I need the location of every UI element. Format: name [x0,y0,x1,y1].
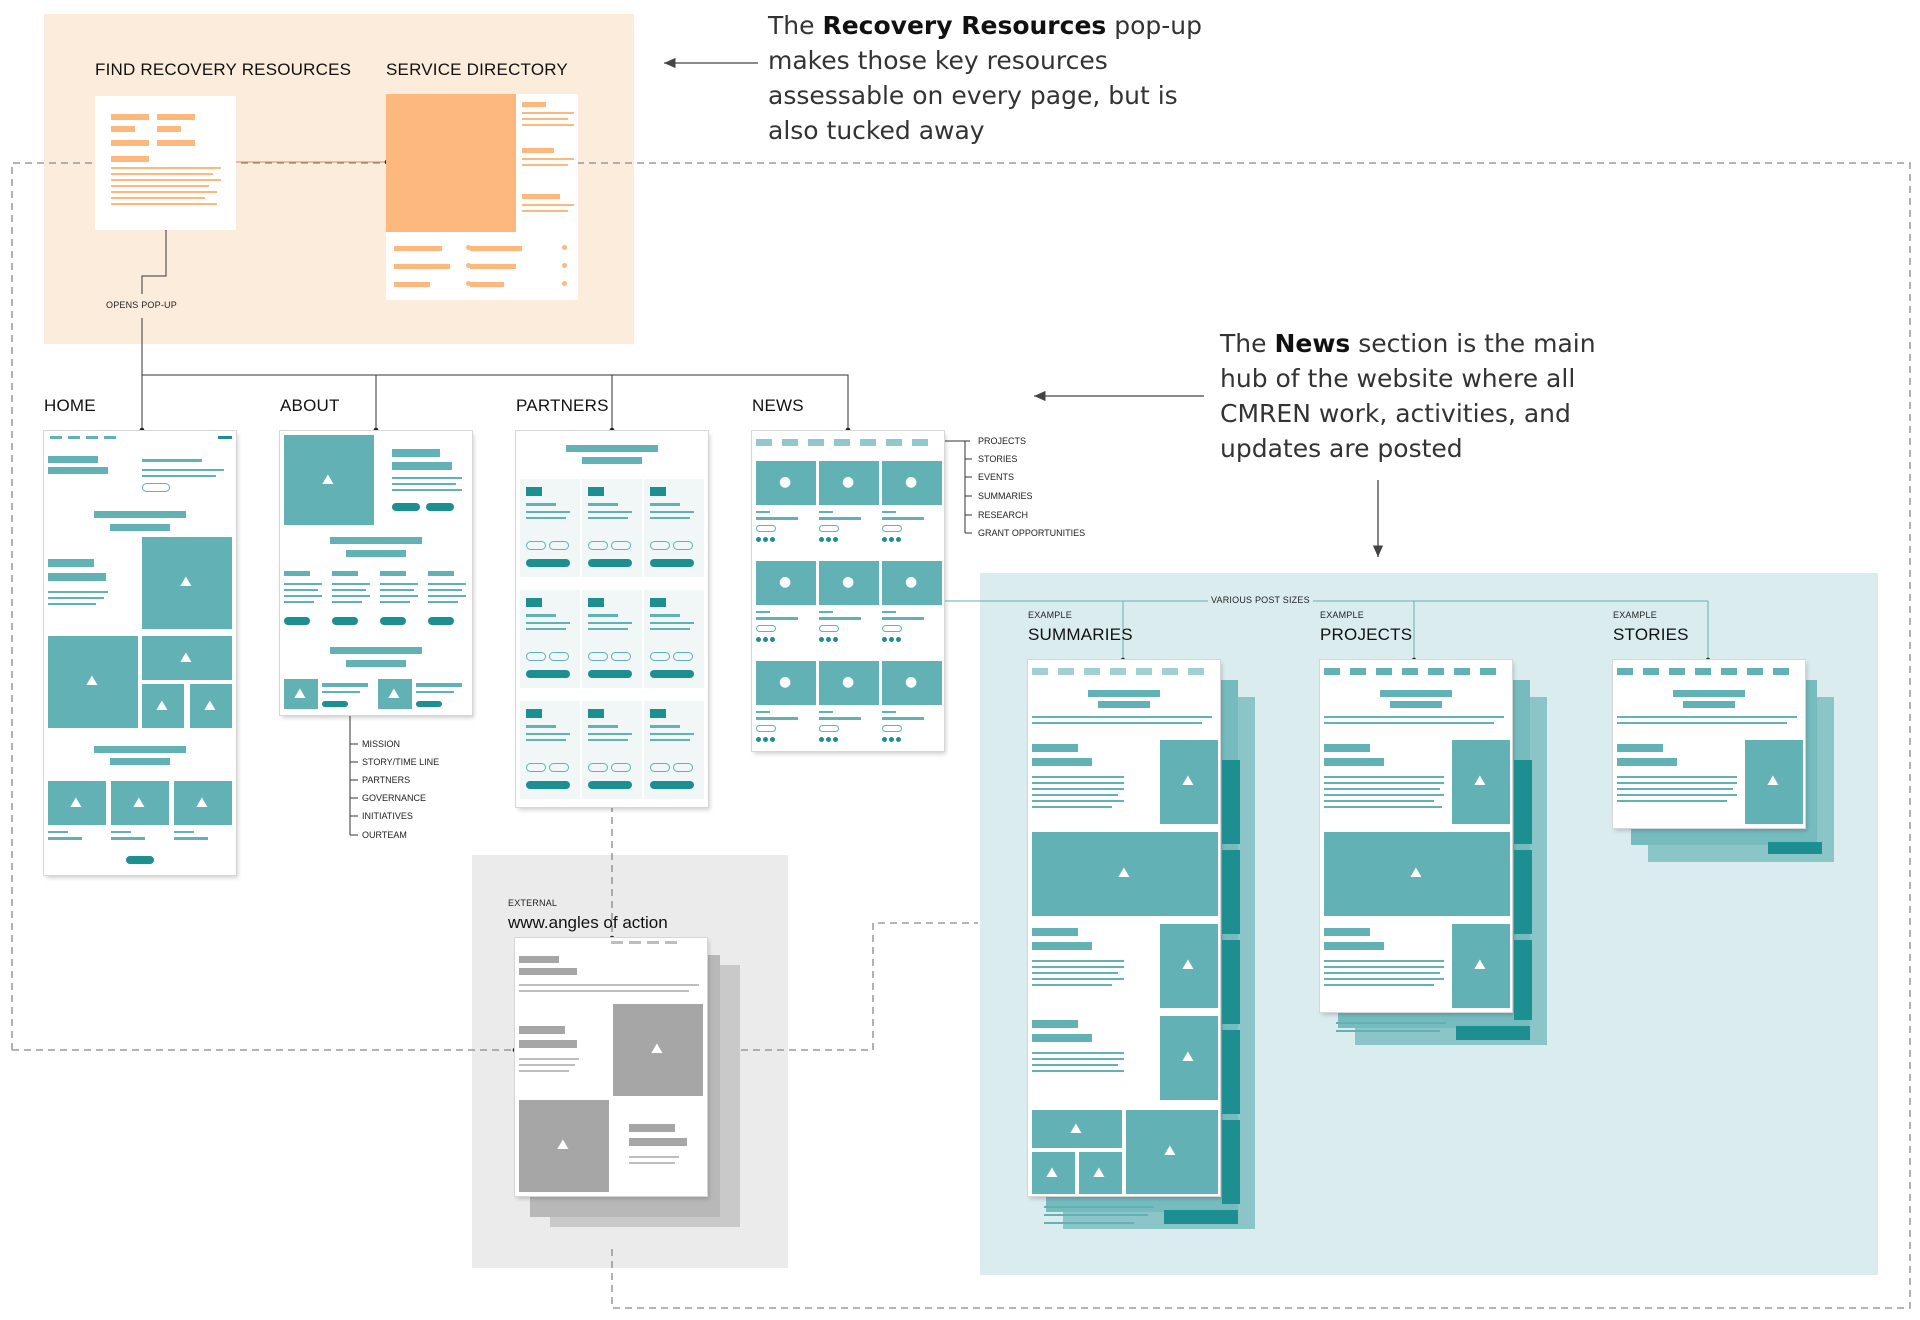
service-directory-title: SERVICE DIRECTORY [386,60,568,79]
image-icon: ⛰ [1118,865,1130,881]
service-directory-wireframe[interactable] [386,94,578,300]
image-icon: ⛰ [1182,957,1194,973]
external-wireframe[interactable]: ⛰ ⛰ [515,938,707,1196]
partners-wireframe[interactable] [516,431,708,807]
about-menu-ourteam[interactable]: OURTEAM [362,830,407,840]
image-icon: ⛰ [651,1041,663,1057]
image-icon: ⛰ [156,698,168,714]
stories-title: STORIES [1613,625,1689,644]
about-title: ABOUT [280,396,340,415]
user-icon: ● [779,574,792,590]
about-menu-partners[interactable]: PARTNERS [362,775,411,785]
image-icon: ⛰ [1182,1049,1194,1065]
summaries-stack-edge [1044,700,1252,1230]
summaries-title: SUMMARIES [1028,625,1133,644]
news-menu-summaries[interactable]: SUMMARIES [978,491,1033,501]
image-icon: ⛰ [204,698,216,714]
news-annotation: The News section is the main hub of the … [1220,329,1596,463]
user-icon: ● [905,474,918,490]
recovery-annotation: The Recovery Resources pop-up makes thos… [768,11,1202,145]
user-icon: ● [779,674,792,690]
user-icon: ● [905,574,918,590]
about-menu-mission[interactable]: MISSION [362,739,401,749]
opens-popup-label: OPENS POP-UP [106,300,177,310]
about-menu-story[interactable]: STORY/TIME LINE [362,757,440,767]
news-menu-events[interactable]: EVENTS [978,472,1015,482]
image-icon: ⛰ [322,472,334,488]
stories-example-tag: EXAMPLE [1613,610,1657,620]
stories-post-wireframe[interactable]: ⛰ [1613,660,1805,828]
image-icon: ⛰ [1474,773,1486,789]
external-tag: EXTERNAL [508,898,558,908]
image-icon: ⛰ [1093,1165,1105,1181]
news-title: NEWS [752,396,804,415]
home-title: HOME [44,396,96,415]
news-emphasis: News [1274,329,1351,358]
find-resources-title: FIND RECOVERY RESOURCES [95,60,352,79]
user-icon: ● [842,674,855,690]
image-icon: ⛰ [294,686,306,702]
image-icon: ⛰ [1182,773,1194,789]
image-icon: ⛰ [1164,1143,1176,1159]
partners-title: PARTNERS [516,396,609,415]
projects-example-tag: EXAMPLE [1320,610,1364,620]
user-icon: ● [842,574,855,590]
news-menu-research[interactable]: RESEARCH [978,510,1029,520]
summaries-example-tag: EXAMPLE [1028,610,1072,620]
user-icon: ● [842,474,855,490]
image-icon: ⛰ [557,1137,569,1153]
home-wireframe[interactable]: ⛰ ⛰ ⛰ ⛰ ⛰ ⛰ ⛰ ⛰ [44,431,236,875]
image-icon: ⛰ [70,795,82,811]
external-site-title: www.angles of action [508,913,668,932]
news-wireframe[interactable]: ● ● ● ● ● ● ● ● ● [752,431,944,751]
image-icon: ⛰ [86,673,98,689]
image-icon: ⛰ [388,686,400,702]
image-icon: ⛰ [196,795,208,811]
summaries-post-wireframe[interactable]: ⛰ ⛰ ⛰ ⛰ ⛰ ⛰ ⛰ ⛰ [1028,660,1220,1196]
recovery-resources-emphasis: Recovery Resources [822,11,1107,40]
projects-title: PROJECTS [1320,625,1413,644]
image-icon: ⛰ [1046,1165,1058,1181]
news-menu-stories[interactable]: STORIES [978,454,1018,464]
news-menu-projects[interactable]: PROJECTS [978,436,1027,446]
image-icon: ⛰ [180,650,192,666]
image-icon: ⛰ [1474,957,1486,973]
user-icon: ● [905,674,918,690]
about-menu-governance[interactable]: GOVERNANCE [362,793,427,803]
about-wireframe[interactable]: ⛰ ⛰ ⛰ [280,431,472,715]
news-menu-grants[interactable]: GRANT OPPORTUNITIES [978,528,1086,538]
projects-post-wireframe[interactable]: ⛰ ⛰ ⛰ [1320,660,1512,1012]
image-icon: ⛰ [180,574,192,590]
projects-stack-edge [1336,700,1544,1050]
image-icon: ⛰ [133,795,145,811]
image-icon: ⛰ [1767,773,1779,789]
user-icon: ● [779,474,792,490]
image-icon: ⛰ [1070,1121,1082,1137]
image-icon: ⛰ [1410,865,1422,881]
about-menu-initiatives[interactable]: INITIATIVES [362,811,413,821]
find-resources-wireframe[interactable] [95,96,236,230]
stories-stack-edge [1768,830,1836,860]
various-sizes-label: VARIOUS POST SIZES [1208,595,1313,605]
